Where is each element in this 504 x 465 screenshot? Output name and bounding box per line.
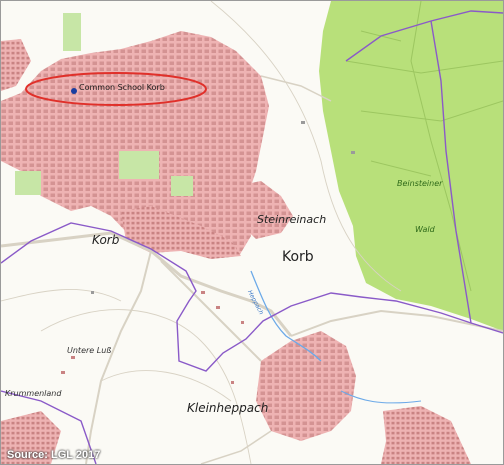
building <box>231 381 234 384</box>
stream <box>250 270 322 362</box>
source-attribution: Source: LGL 2017 <box>7 449 101 461</box>
place-label-korb: Korb <box>282 249 314 265</box>
green-patch <box>171 176 193 196</box>
place-label-kleinheppach: Kleinheppach <box>187 401 269 415</box>
building <box>61 371 65 374</box>
korb-builtup <box>1 31 269 256</box>
municipal-boundary <box>1 390 97 464</box>
building <box>216 306 220 309</box>
road <box>290 309 503 337</box>
road <box>200 430 272 464</box>
forest-area <box>319 1 503 331</box>
contour-line <box>100 370 232 402</box>
stream <box>340 390 422 404</box>
kleinheppach-builtup <box>256 331 356 441</box>
road <box>260 75 332 102</box>
contour-line <box>210 1 402 292</box>
green-patch <box>15 171 41 195</box>
road <box>85 250 152 464</box>
building <box>201 291 205 294</box>
road <box>160 260 262 362</box>
building <box>351 151 355 154</box>
bottom-builtup <box>381 406 471 464</box>
place-label-krummenland: Krummenland <box>5 389 62 398</box>
green-patch <box>63 13 81 51</box>
place-label-steinreinach: Steinreinach <box>257 213 327 226</box>
west-builtup <box>1 39 31 91</box>
school-marker <box>71 88 77 94</box>
place-label-untere-luss: Untere Luß <box>67 346 112 355</box>
building <box>301 121 305 124</box>
place-label-korb-west: Korb <box>92 233 120 247</box>
building <box>71 356 75 359</box>
main-road <box>1 231 293 337</box>
building <box>91 291 94 294</box>
forest-label-beinsteiner: Beinsteiner <box>397 179 443 188</box>
korb-inner-fill <box>121 206 241 259</box>
contour-line <box>1 289 122 302</box>
building <box>241 321 244 324</box>
school-label: Common School Korb <box>79 83 165 92</box>
forest-label-wald: Wald <box>415 225 435 234</box>
municipal-boundary <box>430 20 472 324</box>
steinreinach-builtup <box>236 181 293 239</box>
municipal-boundary <box>1 222 503 372</box>
forest-path-line <box>345 1 503 292</box>
contour-line <box>40 309 252 464</box>
sports-field <box>119 151 159 179</box>
highlight-ellipse <box>25 72 207 106</box>
bottom-left-builtup <box>1 411 61 464</box>
